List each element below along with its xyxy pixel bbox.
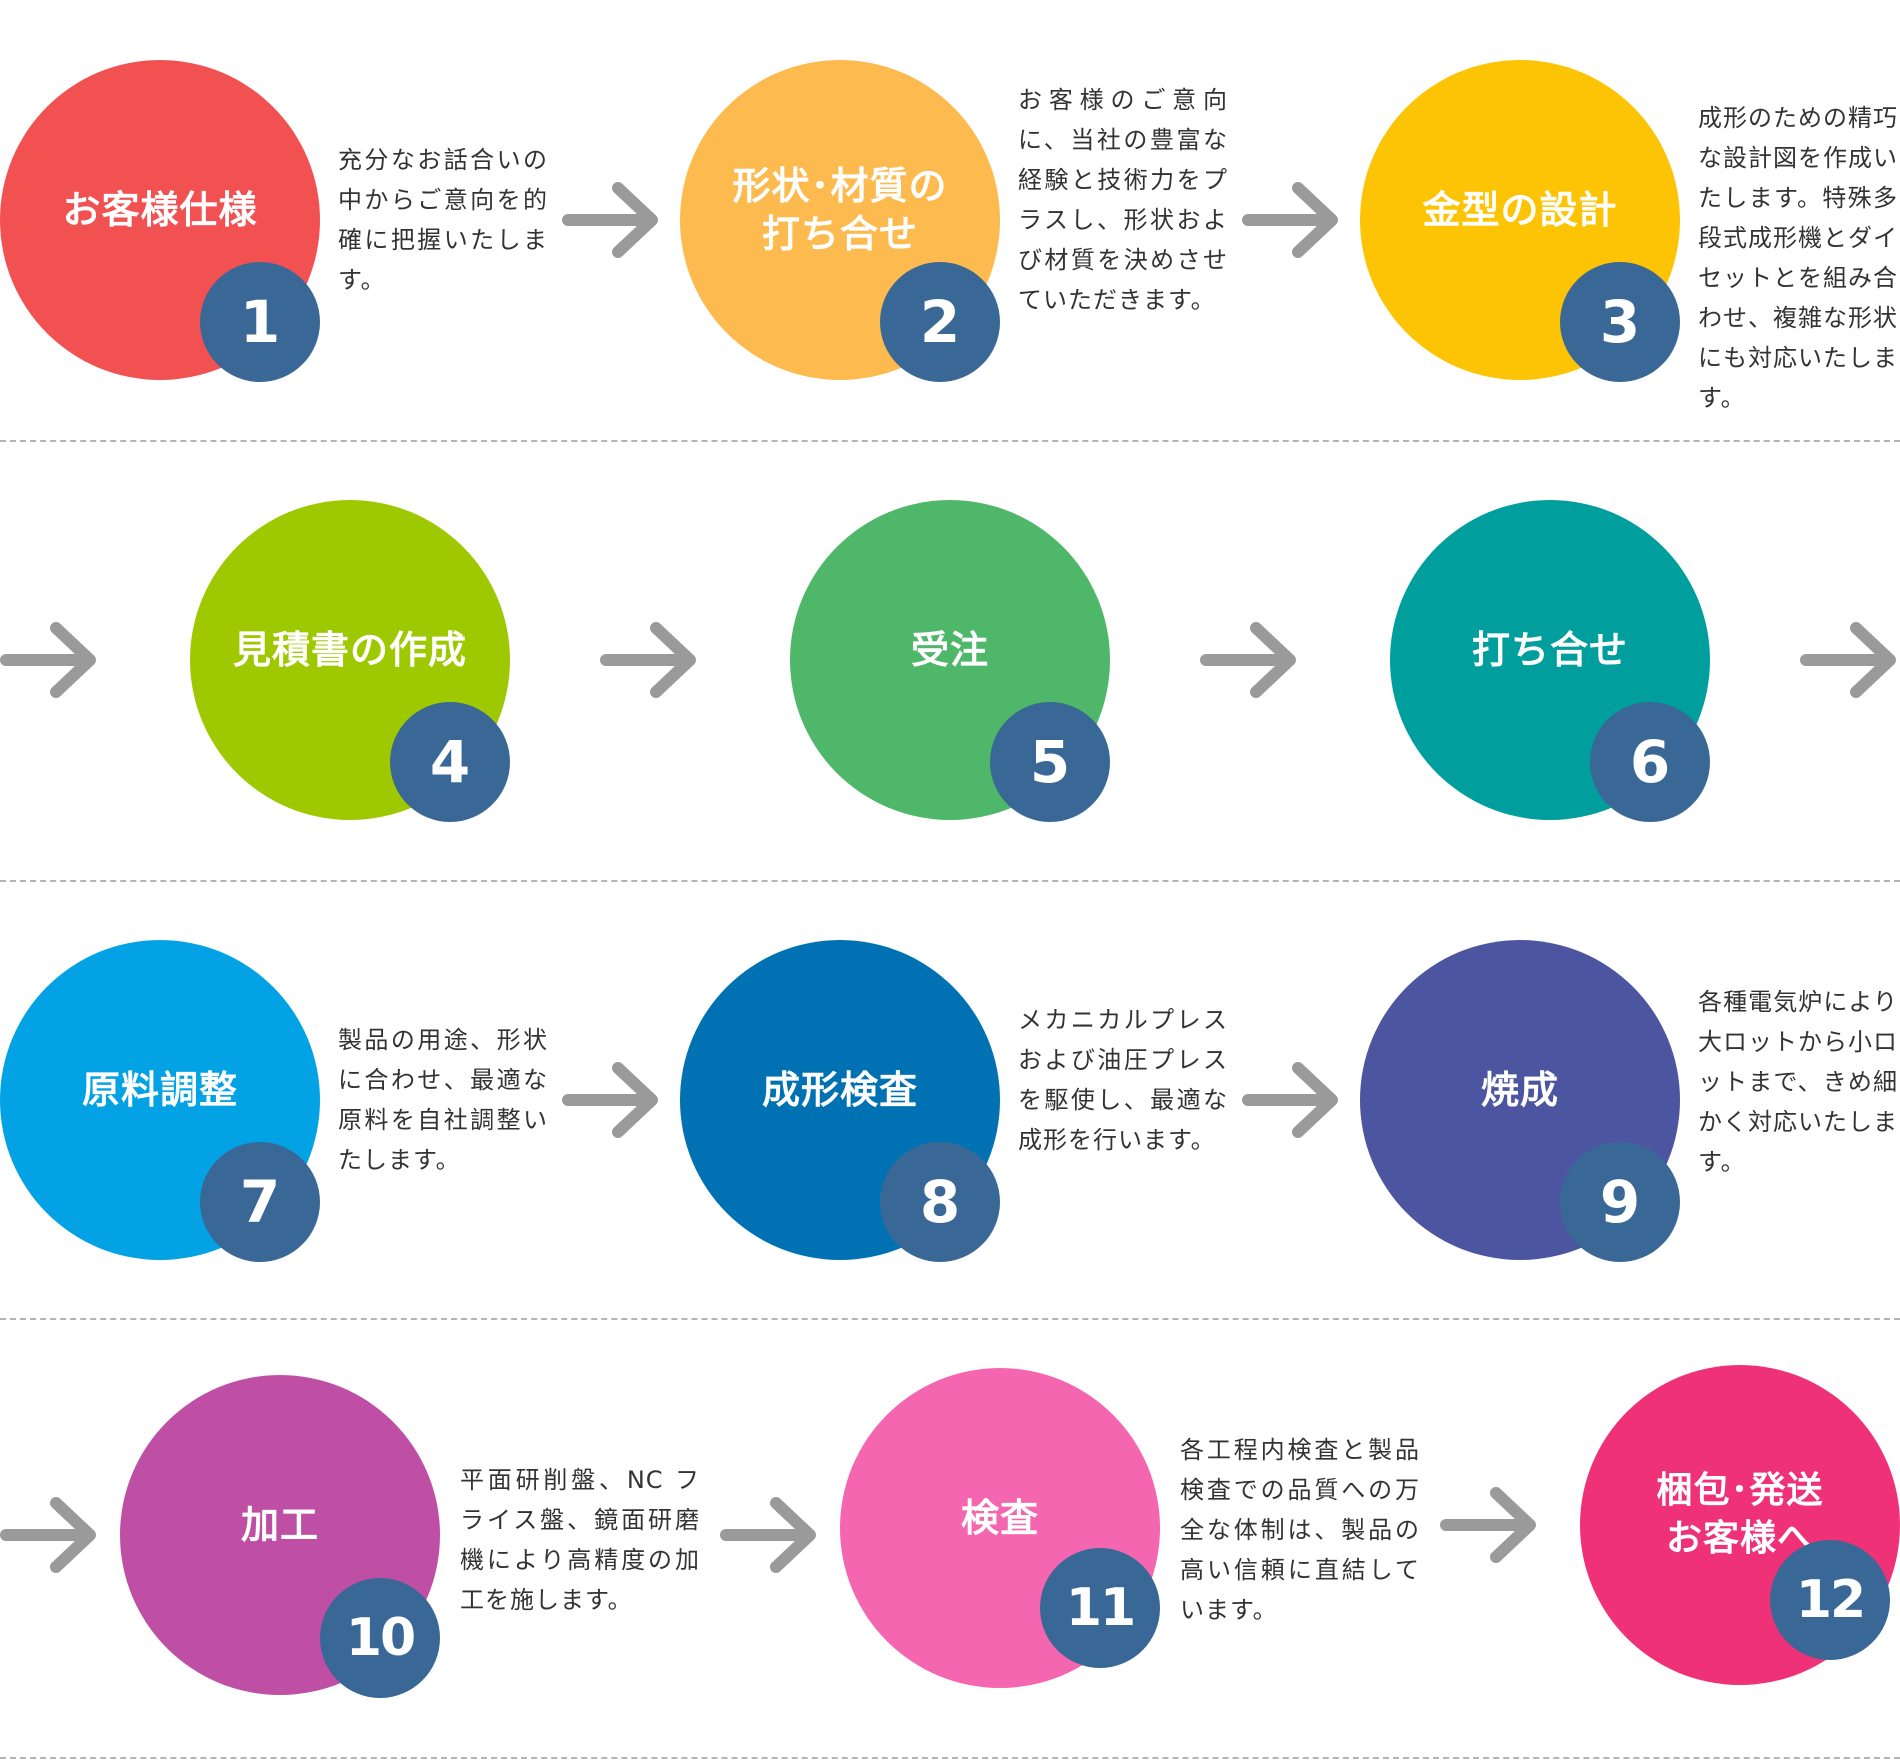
step-title: 打ち合せ	[1471, 628, 1628, 672]
row-divider	[0, 440, 1900, 442]
arrow-right-icon	[0, 620, 100, 700]
step-title: 見積書の作成	[232, 628, 467, 672]
step-description: 平面研削盤、NC フライス盤、鏡面研磨機により高精度の加工を施します。	[460, 1466, 700, 1614]
step-description: お客様のご意向に、当社の豊富な経験と技術力をプラスし、形状および材質を決めさせて…	[1018, 86, 1228, 314]
step-title: 成形検査	[761, 1068, 918, 1112]
step-number-badge: 11	[1040, 1548, 1160, 1668]
arrow-right-icon	[1242, 180, 1342, 260]
step-number-badge: 3	[1560, 262, 1680, 382]
step-title: 金型の設計	[1422, 188, 1618, 232]
arrow-right-icon	[1800, 620, 1900, 700]
row-divider	[0, 880, 1900, 882]
step-description: 成形のための精巧な設計図を作成いたします。特殊多段式成形機とダイセットとを組み合…	[1698, 104, 1898, 412]
step-circle: 受注	[790, 500, 1110, 820]
step-number-badge: 1	[200, 262, 320, 382]
step-number-badge: 7	[200, 1142, 320, 1262]
step-circle: お客様仕様	[0, 60, 320, 380]
step-number-badge: 10	[320, 1578, 440, 1698]
step-title: 原料調整	[81, 1068, 238, 1112]
arrow-right-icon	[562, 180, 662, 260]
step-number-badge: 2	[880, 262, 1000, 382]
step-title: 梱包･発送 お客様へ	[1656, 1470, 1824, 1559]
step-title: 検査	[960, 1496, 1039, 1540]
step-description: 充分なお話合いの中からご意向を的確に把握いたします。	[338, 146, 548, 294]
arrow-right-icon	[720, 1495, 820, 1575]
step-description: 各工程内検査と製品検査での品質への万全な体制は、製品の高い信頼に直結しています。	[1180, 1436, 1420, 1624]
arrow-right-icon	[1200, 620, 1300, 700]
step-title: 焼成	[1480, 1068, 1559, 1112]
step-number-badge: 9	[1560, 1142, 1680, 1262]
step-description: 各種電気炉により大ロットから小ロットまで、きめ細かく対応いたします。	[1698, 988, 1898, 1176]
arrow-right-icon	[600, 620, 700, 700]
arrow-right-icon	[562, 1060, 662, 1140]
arrow-right-icon	[1440, 1485, 1540, 1565]
step-number-badge: 8	[880, 1142, 1000, 1262]
step-description: 製品の用途、形状に合わせ、最適な原料を自社調整いたします。	[338, 1026, 548, 1174]
step-title: 加工	[240, 1503, 319, 1547]
step-description: メカニカルプレスおよび油圧プレスを駆使し、最適な成形を行います。	[1018, 1006, 1228, 1154]
arrow-right-icon	[0, 1495, 100, 1575]
arrow-right-icon	[1242, 1060, 1342, 1140]
row-divider	[0, 1757, 1900, 1759]
step-number-badge: 6	[1590, 702, 1710, 822]
row-divider	[0, 1318, 1900, 1320]
step-title: お客様仕様	[62, 188, 258, 232]
step-number-badge: 12	[1770, 1540, 1890, 1660]
step-number-badge: 5	[990, 702, 1110, 822]
step-number-badge: 4	[390, 702, 510, 822]
step-title: 形状･材質の 打ち合せ	[732, 164, 948, 256]
step-title: 受注	[910, 628, 989, 672]
